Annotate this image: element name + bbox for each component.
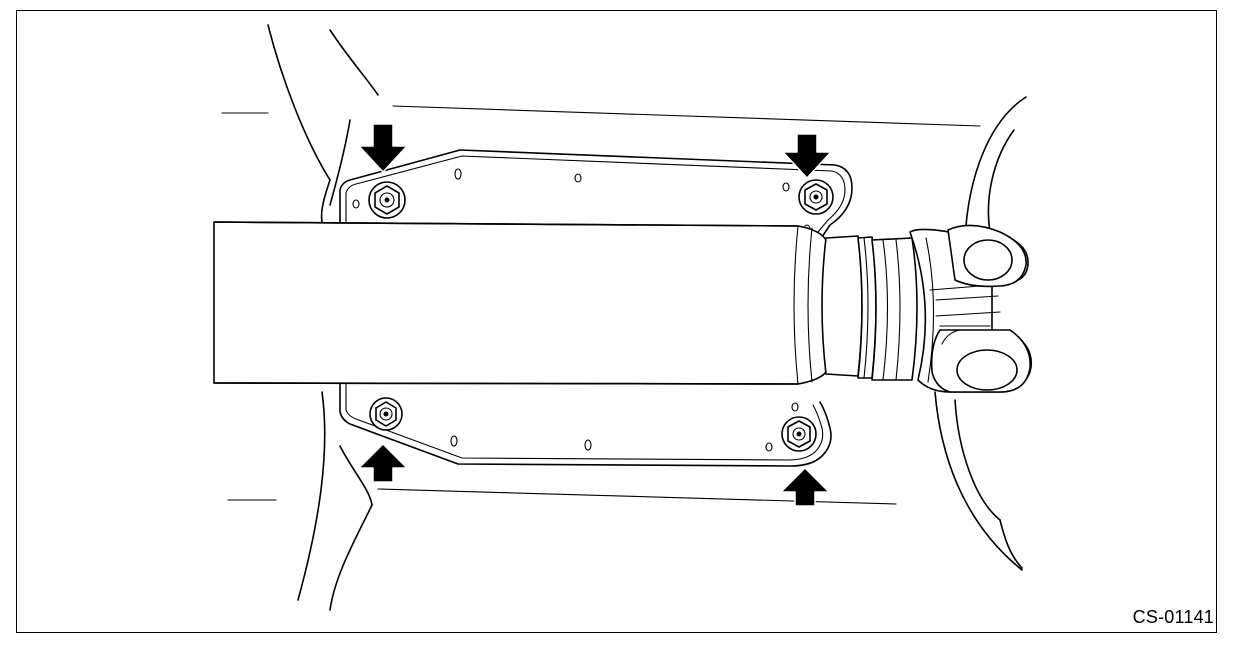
cover-plate bbox=[339, 149, 853, 467]
hex-nut-top-right bbox=[798, 179, 834, 215]
body-outline-left bbox=[221, 24, 379, 611]
hex-nut-bottom-left bbox=[369, 397, 403, 431]
universal-joint bbox=[909, 224, 1033, 393]
arrow-down-icon bbox=[358, 123, 408, 173]
body-outline-right bbox=[934, 96, 1027, 571]
arrow-down-icon bbox=[782, 133, 832, 179]
arrow-up-icon bbox=[358, 443, 408, 483]
arrow-up-icon bbox=[780, 467, 830, 507]
propeller-shaft bbox=[213, 221, 827, 385]
hex-nut-bottom-right bbox=[781, 416, 817, 452]
figure-code: CS-01141 bbox=[1132, 607, 1214, 627]
shaft-coupling bbox=[821, 235, 918, 381]
hex-nut-top-left bbox=[368, 181, 406, 219]
